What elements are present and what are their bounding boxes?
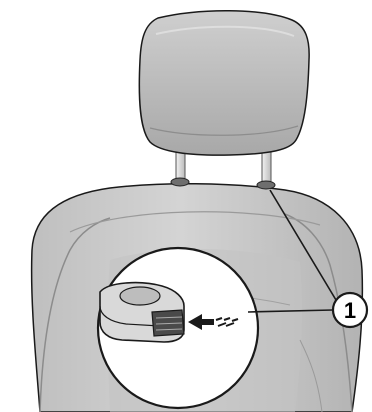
- callout-1: 1: [331, 291, 369, 329]
- callout-leader-lines: [247, 189, 337, 313]
- press-direction-arrow: [188, 314, 239, 330]
- headrest-guide-release-button: [256, 180, 276, 190]
- release-button-detail: [99, 281, 185, 343]
- zoom-detail: [96, 246, 260, 410]
- headrest-stems: [170, 145, 276, 190]
- callout-1-label: 1: [344, 298, 356, 323]
- headrest-illustration: [138, 10, 310, 156]
